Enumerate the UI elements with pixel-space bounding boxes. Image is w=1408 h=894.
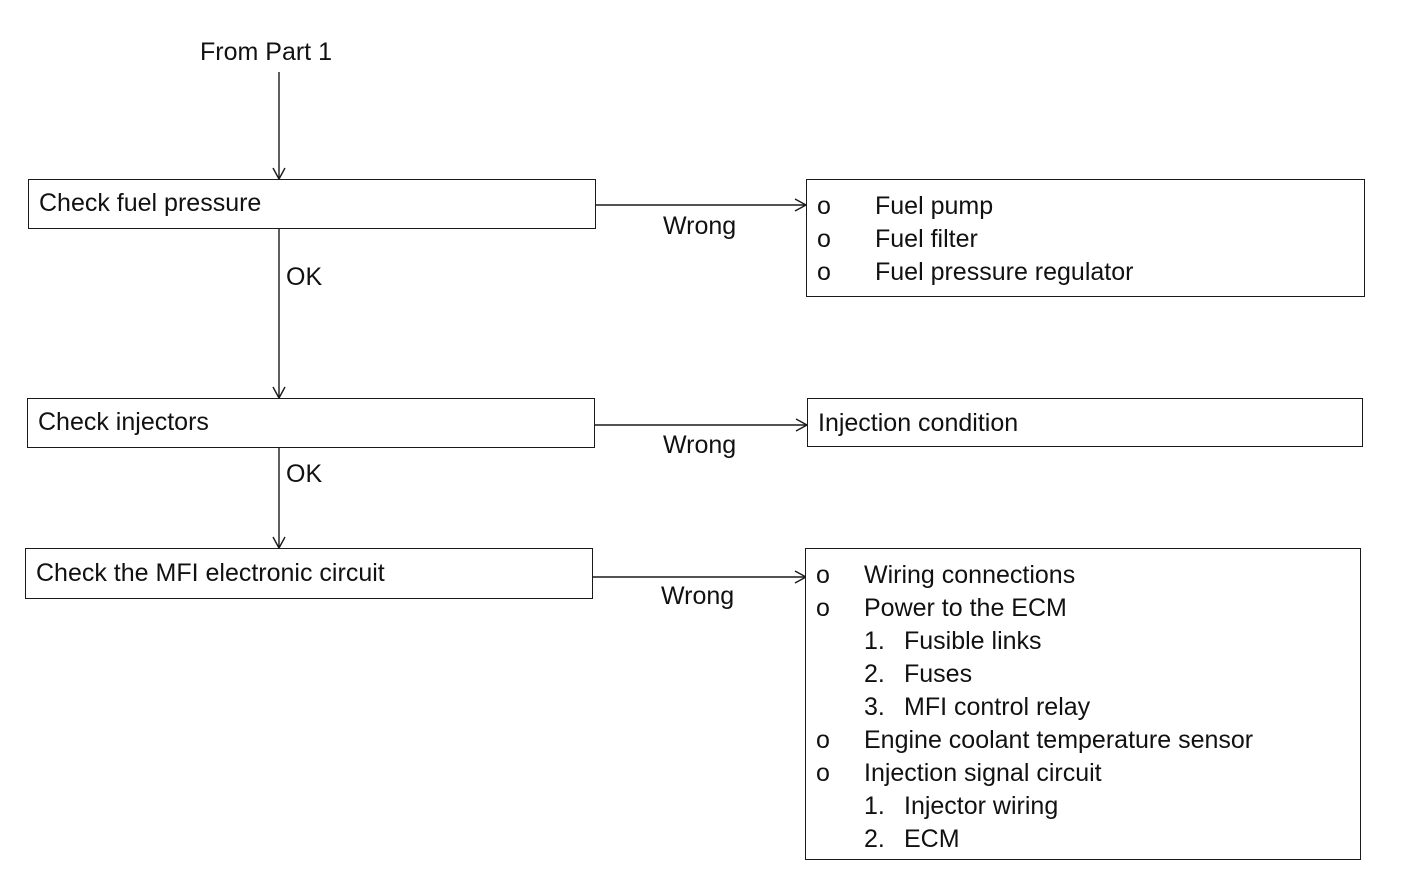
bullet: o [816,594,830,622]
list-item-text: Fuel pressure regulator [875,258,1134,286]
sub-item-number: 2. [864,660,885,688]
start-label: From Part 1 [200,38,332,66]
step-label: Check fuel pressure [39,189,262,217]
sub-item-number: 3. [864,693,885,721]
sub-item-text: MFI control relay [904,693,1091,721]
wrong-label-1: Wrong [663,212,737,240]
list-item-text: Injection signal circuit [864,759,1102,787]
list-item-text: Power to the ECM [864,594,1067,622]
sub-item-text: Injector wiring [904,792,1059,820]
list-item-text: Fuel pump [875,192,994,220]
result-injection-condition: Injection condition [807,398,1363,447]
sub-item-text: Fuses [904,660,973,688]
bullet: o [816,561,830,589]
list-item-text: Fuel filter [875,225,978,253]
step-check-mfi-circuit: Check the MFI electronic circuit [25,548,593,599]
step-check-injectors: Check injectors [27,398,595,448]
list-item-text: Wiring connections [864,561,1076,589]
sub-item-number: 1. [864,627,885,655]
step-check-fuel-pressure: Check fuel pressure [28,179,596,229]
list-item-text: Engine coolant temperature sensor [864,726,1254,754]
result-fuel-system: o Fuel pump o Fuel filter o Fuel pressur… [806,179,1365,297]
sub-item-text: Fusible links [904,627,1042,655]
result-mfi-circuit: o Wiring connections o Power to the ECM … [805,548,1361,860]
ok-label-2: OK [286,460,323,488]
result-text: Injection condition [818,409,1019,437]
wrong-label-3: Wrong [661,582,735,610]
sub-item-text: ECM [904,825,960,853]
wrong-label-2: Wrong [663,431,737,459]
ok-label-1: OK [286,263,323,291]
sub-item-number: 1. [864,792,885,820]
bullet: o [817,258,831,286]
step-label: Check the MFI electronic circuit [36,559,385,587]
sub-item-number: 2. [864,825,885,853]
bullet: o [817,225,831,253]
step-label: Check injectors [38,408,209,436]
bullet: o [817,192,831,220]
bullet: o [816,726,830,754]
bullet: o [816,759,830,787]
